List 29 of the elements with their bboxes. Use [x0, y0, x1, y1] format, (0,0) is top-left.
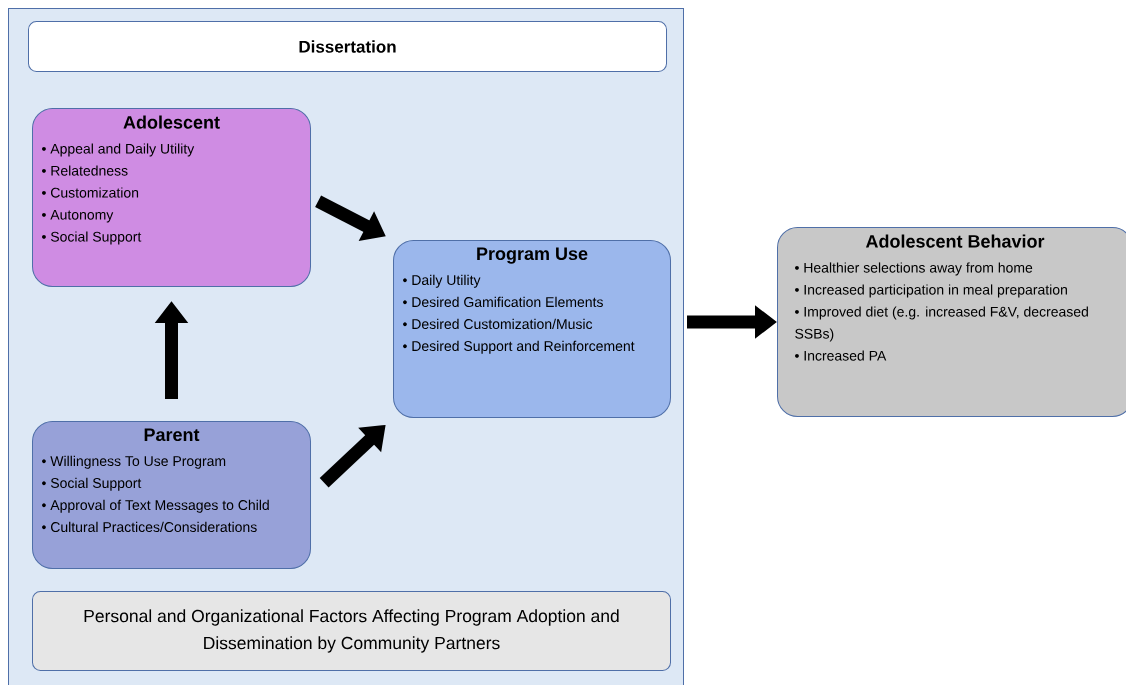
- bullet-item: • Social Support: [42, 231, 142, 245]
- process-box: [32, 421, 311, 569]
- box-heading: Adolescent: [123, 115, 220, 129]
- bullet-item: • Desired Customization/Music: [403, 318, 593, 330]
- bullet-item: • Social Support: [42, 477, 142, 491]
- bullet-item: • Increased PA: [795, 350, 887, 361]
- bullet-item: • Approval of Text Messages to Child: [42, 499, 269, 513]
- bullet-item: • Desired Gamification Elements: [403, 296, 603, 308]
- bullet-item: • Improved diet (e.g. increased F&V, decreased SSBs): [795, 306, 1088, 342]
- process-box: [32, 108, 311, 287]
- bullet-item: • Appeal and Daily Utility: [42, 143, 195, 157]
- bullet-item: • Willingness To Use Program: [42, 455, 226, 469]
- process-box: [393, 240, 671, 418]
- box-heading: Parent: [144, 428, 200, 442]
- bullet-item: • Relatedness: [42, 165, 128, 176]
- bullet-item: • Cultural Practices/Considerations: [42, 521, 257, 533]
- box-heading: Dissertation: [299, 40, 396, 53]
- box-heading: Program Use: [477, 247, 588, 264]
- bullet-item: • Increased participation in meal preparation: [795, 284, 1067, 298]
- bullet-item: • Autonomy: [42, 209, 114, 223]
- title-box: [28, 21, 667, 72]
- bullet-item: • Customization: [42, 187, 139, 198]
- outcome-box: [777, 227, 1126, 417]
- box-text: Personal and Organizational Factors Affecting Program Adoption and Dissemination by Community Partners: [84, 609, 619, 653]
- bullet-item: • Daily Utility: [403, 274, 481, 288]
- footer-box: [32, 591, 671, 671]
- bullet-item: • Healthier selections away from home: [795, 262, 1033, 276]
- bullet-item: • Desired Support and Reinforcement: [403, 340, 635, 354]
- box-heading: Adolescent Behavior: [865, 234, 1045, 248]
